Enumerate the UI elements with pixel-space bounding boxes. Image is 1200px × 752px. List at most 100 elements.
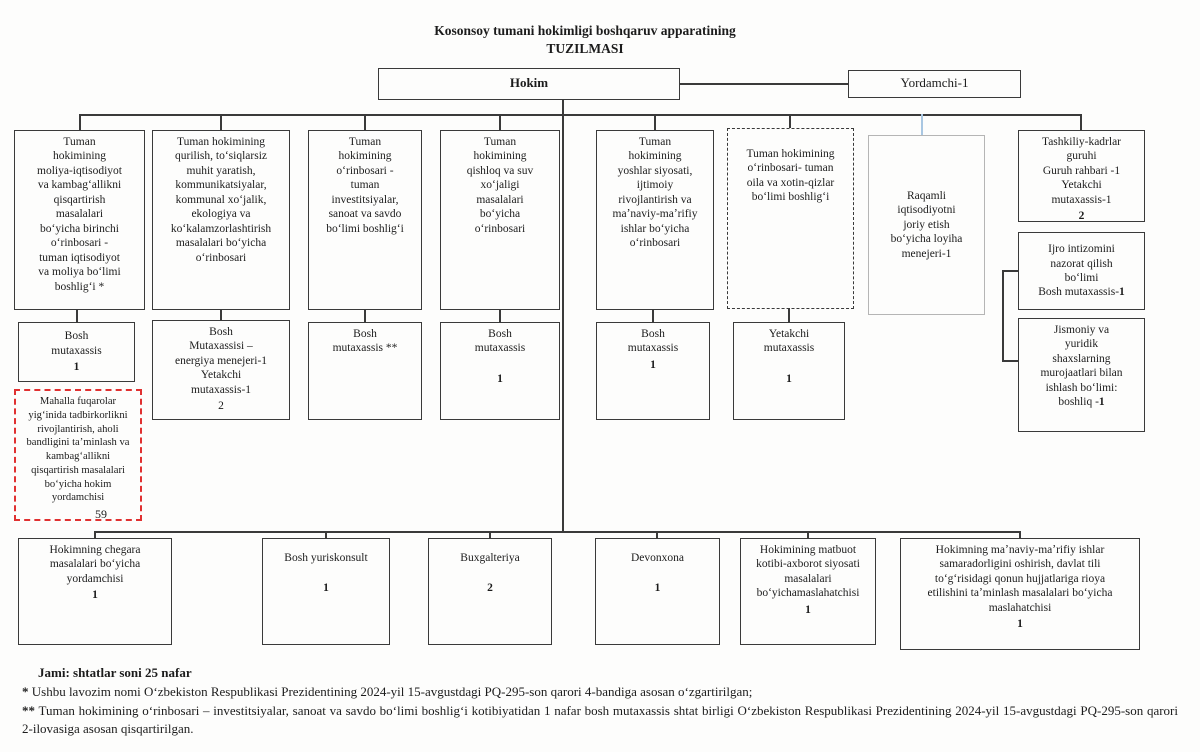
org-box-label: Bosh mutaxassis (474, 328, 526, 355)
connector-line (79, 114, 81, 130)
staff-count: 1 (1017, 618, 1023, 631)
connector-line (220, 309, 222, 322)
bottom-box-border-assistant: Hokimning chegara masalalari boʻyicha yo… (18, 538, 172, 645)
bottom-box-chancellery: Devonxona 1 (595, 538, 720, 645)
footnote-2-text: Tuman hokimining oʻrinbosari – investits… (22, 702, 1178, 736)
staff-count: 1 (650, 358, 656, 371)
staff-count: 1 (805, 603, 811, 616)
connector-line (1019, 531, 1021, 539)
staff-count: 1 (323, 582, 329, 595)
staff-count: 2 (1078, 210, 1085, 223)
connector-line (654, 114, 656, 130)
connector-line (76, 309, 78, 323)
org-box-label: Tuman hokimining yoshlar siyosati, ijtim… (612, 136, 698, 250)
connector-line (807, 531, 809, 539)
connector-line (789, 114, 791, 128)
connector-line (325, 531, 327, 539)
footnote-2-marker: ** (22, 702, 35, 718)
org-box-label: Tashkiliy-kadrlar guruhi Guruh rahbari -… (1041, 136, 1122, 206)
connector-line (364, 114, 366, 130)
connector-line (1080, 114, 1082, 130)
staff-count: 1 (92, 589, 98, 602)
staff-box-bosh-mutaxassis-3: Bosh mutaxassis 1 (440, 322, 560, 420)
staff-box-energy-manager: Bosh Mutaxassisi – energiya menejeri-1 Y… (152, 320, 290, 420)
connector-line (499, 309, 501, 323)
org-box-label: Tuman hokimining qishloq va suv xoʻjalig… (466, 136, 534, 235)
bottom-box-press-secretary: Hokimining matbuot kotibi-axborot siyosa… (740, 538, 876, 645)
connector-distribution-line (79, 114, 1082, 116)
yordamchi-label: Yordamchi-1 (900, 75, 969, 90)
org-box-label: Yetakchi mutaxassis (763, 328, 815, 355)
page-title: Kosonsoy tumani hokimligi boshqaruv appa… (434, 23, 736, 56)
org-box-label: Ijro intizomini nazorat qilish boʻlimi B… (1038, 243, 1120, 299)
connector-line (680, 83, 848, 85)
org-box-label: Jismoniy va yuridik shaxslarning murojaa… (1040, 324, 1123, 409)
org-box-label: Bosh mutaxassis (51, 330, 102, 357)
org-box-label: Devonxona (630, 552, 684, 564)
connector-trunk-line (562, 100, 564, 532)
connector-line (94, 531, 96, 539)
staff-count: 2 (487, 582, 493, 595)
org-box-label: Tuman hokimining oʻrinbosari- tuman oila… (746, 148, 835, 204)
org-box-label: Tuman hokimining oʻrinbosari - tuman inv… (326, 136, 404, 235)
org-box-label: Buxgalteriya (460, 552, 520, 564)
hokim-label: Hokim (509, 75, 549, 90)
org-box-label: Hokimning maʼnaviy-maʼrifiy ishlar samar… (927, 544, 1113, 614)
org-box-label: Bosh Mutaxassisi – energiya menejeri-1 Y… (174, 326, 268, 396)
org-box-label: Bosh mutaxassis (627, 328, 679, 355)
bottom-box-spirituality-advisor: Hokimning maʼnaviy-maʼrifiy ishlar samar… (900, 538, 1140, 650)
staff-count: 1 (786, 372, 792, 385)
org-box-label: Tuman hokimining qurilish, toʻsiqlarsiz … (170, 136, 272, 264)
org-box-label: Bosh mutaxassis ** (332, 328, 398, 355)
org-box-label: Mahalla fuqarolar yigʻinida tadbirkorlik… (26, 396, 130, 504)
yordamchi-box: Yordamchi-1 (848, 70, 1021, 98)
footer-total: Jami: shtatlar soni 25 nafar (38, 665, 192, 680)
org-box-label: Tuman hokimining moliya-iqtisodiyot va k… (37, 136, 122, 293)
staff-count: 1 (73, 361, 80, 374)
connector-line (788, 308, 790, 323)
org-box-deputy-youth: Tuman hokimining yoshlar siyosati, ijtim… (596, 130, 714, 310)
connector-line (1002, 360, 1018, 362)
connector-line (1002, 270, 1004, 362)
connector-distribution-line (94, 531, 1021, 533)
staff-count: 1 (654, 582, 661, 595)
org-box-first-deputy-finance: Tuman hokimining moliya-iqtisodiyot va k… (14, 130, 145, 310)
footnote-1-text: Ushbu lavozim nomi Oʻzbekiston Respublik… (28, 683, 753, 699)
staff-count: 1 (1119, 286, 1125, 299)
connector-line (489, 531, 491, 539)
org-box-org-personnel-group: Tashkiliy-kadrlar guruhi Guruh rahbari -… (1018, 130, 1145, 222)
org-box-label: Raqamli iqtisodiyotni joriy etish boʻyic… (890, 189, 963, 260)
staff-box-bosh-mutaxassis-1: Bosh mutaxassis 1 (18, 322, 135, 382)
org-box-deputy-agriculture: Tuman hokimining qishloq va suv xoʻjalig… (440, 130, 560, 310)
staff-box-bosh-mutaxassis-2: Bosh mutaxassis ** (308, 322, 422, 420)
staff-count: 2 (218, 400, 224, 413)
org-box-appeals-department: Jismoniy va yuridik shaxslarning murojaa… (1018, 318, 1145, 432)
connector-line (652, 309, 654, 323)
connector-line-blue (921, 114, 923, 136)
org-box-execution-control: Ijro intizomini nazorat qilish boʻlimi B… (1018, 232, 1145, 310)
org-box-label: Hokimining matbuot kotibi-axborot siyosa… (756, 544, 860, 600)
org-box-deputy-investment: Tuman hokimining oʻrinbosari - tuman inv… (308, 130, 422, 310)
org-box-label: Bosh yuriskonsult (284, 552, 368, 564)
footnote-1-marker: * (22, 683, 29, 699)
footer-notes: Jami: shtatlar soni 25 nafar * Ushbu lav… (22, 664, 1178, 739)
hokim-assistant-mahalla-box: Mahalla fuqarolar yigʻinida tadbirkorlik… (14, 389, 142, 521)
hokim-box: Hokim (378, 68, 680, 100)
connector-line (364, 309, 366, 323)
staff-box-bosh-mutaxassis-4: Bosh mutaxassis 1 (596, 322, 710, 420)
bottom-box-accounting: Buxgalteriya 2 (428, 538, 552, 645)
staff-box-yetakchi-mutaxassis: Yetakchi mutaxassis 1 (733, 322, 845, 420)
connector-line (220, 114, 222, 130)
staff-count: 1 (1098, 396, 1105, 409)
connector-line (656, 531, 658, 539)
footnote-1: * Ushbu lavozim nomi Oʻzbekiston Respubl… (22, 683, 1178, 701)
connector-line (1002, 270, 1018, 272)
bottom-box-legal-counsel: Bosh yuriskonsult 1 (262, 538, 390, 645)
org-box-label: Hokimning chegara masalalari boʻyicha yo… (49, 544, 141, 585)
connector-line (499, 114, 501, 130)
footnote-2: ** Tuman hokimining oʻrinbosari – invest… (22, 702, 1178, 738)
org-box-deputy-construction: Tuman hokimining qurilish, toʻsiqlarsiz … (152, 130, 290, 310)
staff-count: 59 (95, 507, 107, 522)
org-box-deputy-family-women: Tuman hokimining oʻrinbosari- tuman oila… (727, 128, 854, 309)
